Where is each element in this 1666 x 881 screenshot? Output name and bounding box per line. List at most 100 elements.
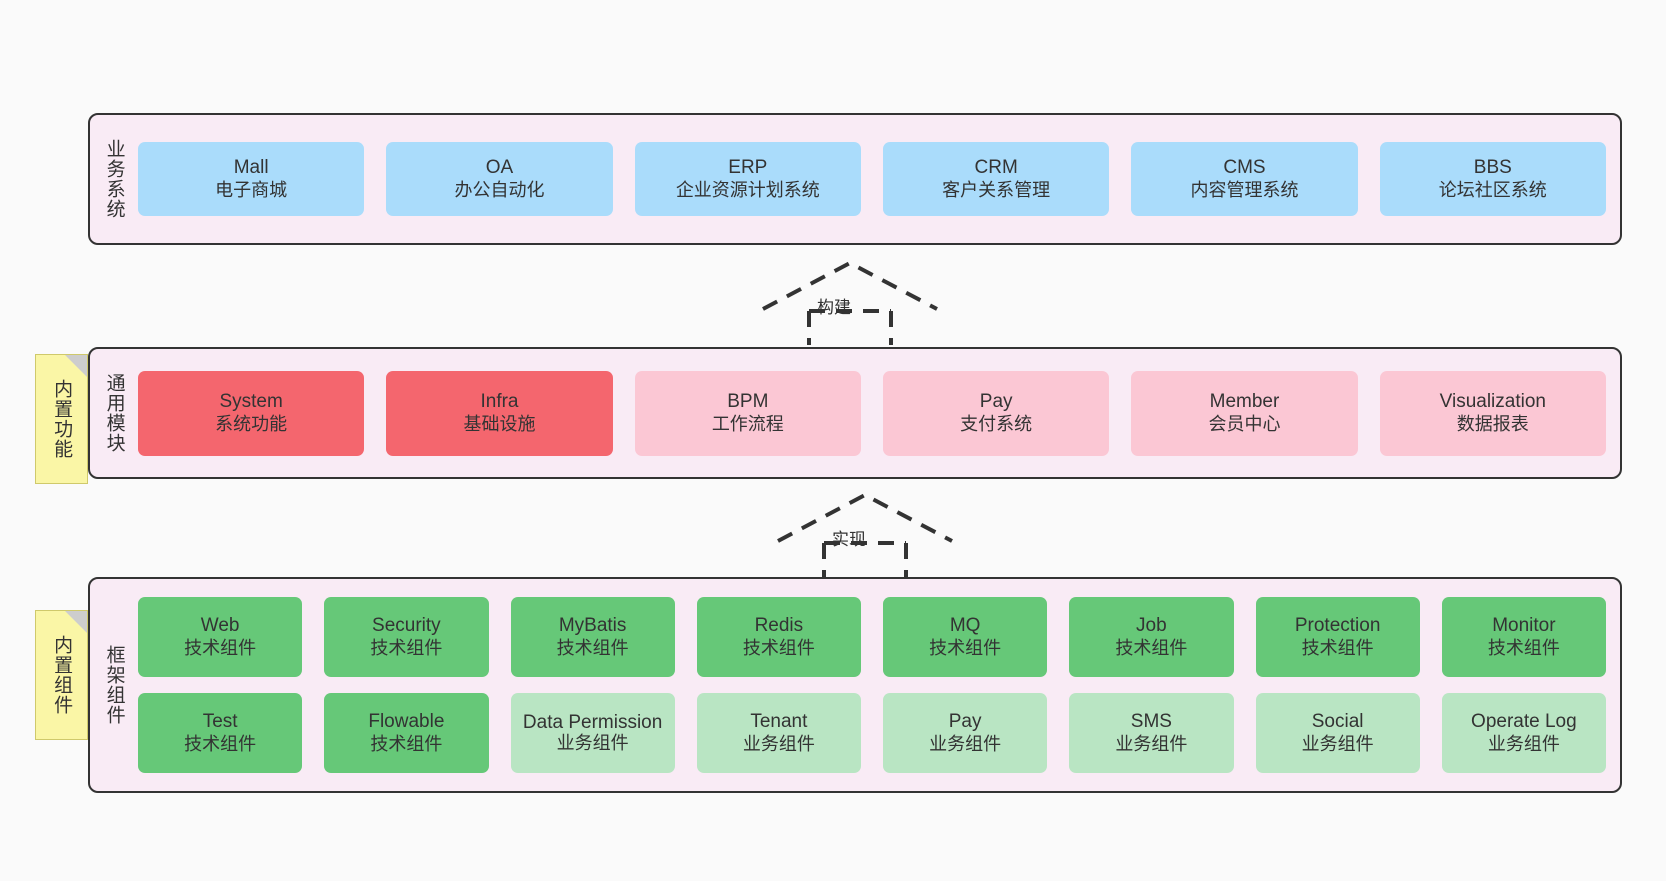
card-subtitle: 技术组件 xyxy=(929,637,1002,658)
card-operate-log[interactable]: Operate Log 业务组件 xyxy=(1441,693,1606,773)
tier-body-common-module: System 系统功能 Infra 基础设施 BPM 工作流程 Pay 支付系统… xyxy=(138,349,1620,477)
card-title: CRM xyxy=(974,156,1018,178)
card-title: Test xyxy=(202,710,238,732)
card-title: ERP xyxy=(728,156,768,178)
tier-body-framework-component: Web 技术组件 Security 技术组件 MyBatis 技术组件 Redi… xyxy=(138,579,1620,791)
card-title: Tenant xyxy=(750,710,808,732)
card-mq[interactable]: MQ 技术组件 xyxy=(883,597,1048,677)
card-mall[interactable]: Mall 电子商城 xyxy=(138,142,365,216)
card-title: BBS xyxy=(1473,156,1512,178)
card-subtitle: 电子商城 xyxy=(215,179,288,200)
card-title: Pay xyxy=(948,710,982,732)
card-subtitle: 技术组件 xyxy=(1115,637,1188,658)
card-subtitle: 客户关系管理 xyxy=(942,179,1051,200)
card-subtitle: 内容管理系统 xyxy=(1190,179,1299,200)
card-erp[interactable]: ERP 企业资源计划系统 xyxy=(634,142,861,216)
tier-framework-component: 框架组件 Web 技术组件 Security 技术组件 MyBatis 技术组件… xyxy=(88,577,1622,793)
card-title: OA xyxy=(485,156,514,178)
card-subtitle: 业务组件 xyxy=(742,733,815,754)
card-job[interactable]: Job 技术组件 xyxy=(1069,597,1234,677)
card-subtitle: 办公自动化 xyxy=(454,179,545,200)
card-visualization[interactable]: Visualization 数据报表 xyxy=(1379,370,1606,456)
card-title: Visualization xyxy=(1439,390,1546,412)
card-title: Flowable xyxy=(368,710,445,732)
card-title: SMS xyxy=(1130,710,1172,732)
card-security[interactable]: Security 技术组件 xyxy=(324,597,489,677)
card-pay-business[interactable]: Pay 业务组件 xyxy=(883,693,1048,773)
card-title: Web xyxy=(200,614,240,636)
card-subtitle: 技术组件 xyxy=(184,733,257,754)
card-subtitle: 技术组件 xyxy=(742,637,815,658)
card-subtitle: 业务组件 xyxy=(1301,733,1374,754)
tier-label-framework-component: 框架组件 xyxy=(103,645,125,725)
card-oa[interactable]: OA 办公自动化 xyxy=(386,142,613,216)
connector-build-label: 构建 xyxy=(817,298,851,317)
card-data-permission[interactable]: Data Permission 业务组件 xyxy=(510,693,675,773)
card-title: Job xyxy=(1136,614,1167,636)
card-subtitle: 数据报表 xyxy=(1456,413,1529,434)
note-builtin-function: 内置功能 xyxy=(35,354,88,484)
card-redis[interactable]: Redis 技术组件 xyxy=(696,597,861,677)
card-title: BPM xyxy=(727,390,769,412)
card-system[interactable]: System 系统功能 xyxy=(138,370,365,456)
card-social[interactable]: Social 业务组件 xyxy=(1255,693,1420,773)
card-title: Redis xyxy=(754,614,804,636)
card-title: CMS xyxy=(1223,156,1266,178)
card-title: Infra xyxy=(480,390,519,412)
card-bbs[interactable]: BBS 论坛社区系统 xyxy=(1379,142,1606,216)
card-monitor[interactable]: Monitor 技术组件 xyxy=(1441,597,1606,677)
card-subtitle: 系统功能 xyxy=(215,413,288,434)
card-title: System xyxy=(219,390,283,412)
tier-label-business-system: 业务系统 xyxy=(103,139,125,219)
card-pay[interactable]: Pay 支付系统 xyxy=(882,370,1110,456)
card-subtitle: 技术组件 xyxy=(1487,637,1560,658)
card-mybatis[interactable]: MyBatis 技术组件 xyxy=(510,597,675,677)
connector-implement-label: 实现 xyxy=(832,530,866,549)
card-crm[interactable]: CRM 客户关系管理 xyxy=(882,142,1110,216)
card-sms[interactable]: SMS 业务组件 xyxy=(1069,693,1234,773)
card-subtitle: 业务组件 xyxy=(556,732,629,753)
card-web[interactable]: Web 技术组件 xyxy=(138,597,303,677)
card-title: Security xyxy=(372,614,441,636)
card-title: Monitor xyxy=(1492,614,1556,636)
tier-body-business-system: Mall 电子商城 OA 办公自动化 ERP 企业资源计划系统 CRM 客户关系… xyxy=(138,115,1620,243)
card-title: Pay xyxy=(979,390,1013,412)
card-cms[interactable]: CMS 内容管理系统 xyxy=(1131,142,1358,216)
card-subtitle: 技术组件 xyxy=(370,637,443,658)
card-subtitle: 工作流程 xyxy=(711,413,784,434)
card-tenant[interactable]: Tenant 业务组件 xyxy=(696,693,861,773)
card-subtitle: 业务组件 xyxy=(929,733,1002,754)
card-bpm[interactable]: BPM 工作流程 xyxy=(634,370,861,456)
card-title: Data Permission xyxy=(522,711,663,733)
card-row: Test 技术组件 Flowable 技术组件 Data Permission … xyxy=(138,693,1606,773)
tier-business-system: 业务系统 Mall 电子商城 OA 办公自动化 ERP 企业资源计划系统 CRM… xyxy=(88,113,1622,245)
card-infra[interactable]: Infra 基础设施 xyxy=(386,370,613,456)
connector-implement: 实现 xyxy=(770,487,960,579)
card-subtitle: 论坛社区系统 xyxy=(1438,179,1547,200)
card-subtitle: 会员中心 xyxy=(1208,413,1281,434)
card-subtitle: 支付系统 xyxy=(960,413,1033,434)
card-row: System 系统功能 Infra 基础设施 BPM 工作流程 Pay 支付系统… xyxy=(138,370,1606,456)
card-protection[interactable]: Protection 技术组件 xyxy=(1255,597,1420,677)
card-title: MQ xyxy=(949,614,981,636)
card-subtitle: 企业资源计划系统 xyxy=(675,179,820,200)
tier-label-common-module: 通用模块 xyxy=(103,373,125,453)
card-subtitle: 业务组件 xyxy=(1115,733,1188,754)
card-title: MyBatis xyxy=(558,614,627,636)
card-title: Protection xyxy=(1294,614,1381,636)
card-member[interactable]: Member 会员中心 xyxy=(1131,370,1358,456)
card-subtitle: 技术组件 xyxy=(1301,637,1374,658)
connector-build: 构建 xyxy=(755,255,945,347)
card-title: Mall xyxy=(233,156,269,178)
card-title: Member xyxy=(1209,390,1280,412)
card-flowable[interactable]: Flowable 技术组件 xyxy=(324,693,489,773)
card-subtitle: 业务组件 xyxy=(1487,733,1560,754)
card-subtitle: 技术组件 xyxy=(556,637,629,658)
card-subtitle: 技术组件 xyxy=(184,637,257,658)
card-subtitle: 技术组件 xyxy=(370,733,443,754)
card-title: Operate Log xyxy=(1471,710,1577,732)
card-title: Social xyxy=(1311,710,1364,732)
card-test[interactable]: Test 技术组件 xyxy=(138,693,303,773)
card-subtitle: 基础设施 xyxy=(463,413,536,434)
tier-common-module: 通用模块 System 系统功能 Infra 基础设施 BPM 工作流程 Pay… xyxy=(88,347,1622,479)
